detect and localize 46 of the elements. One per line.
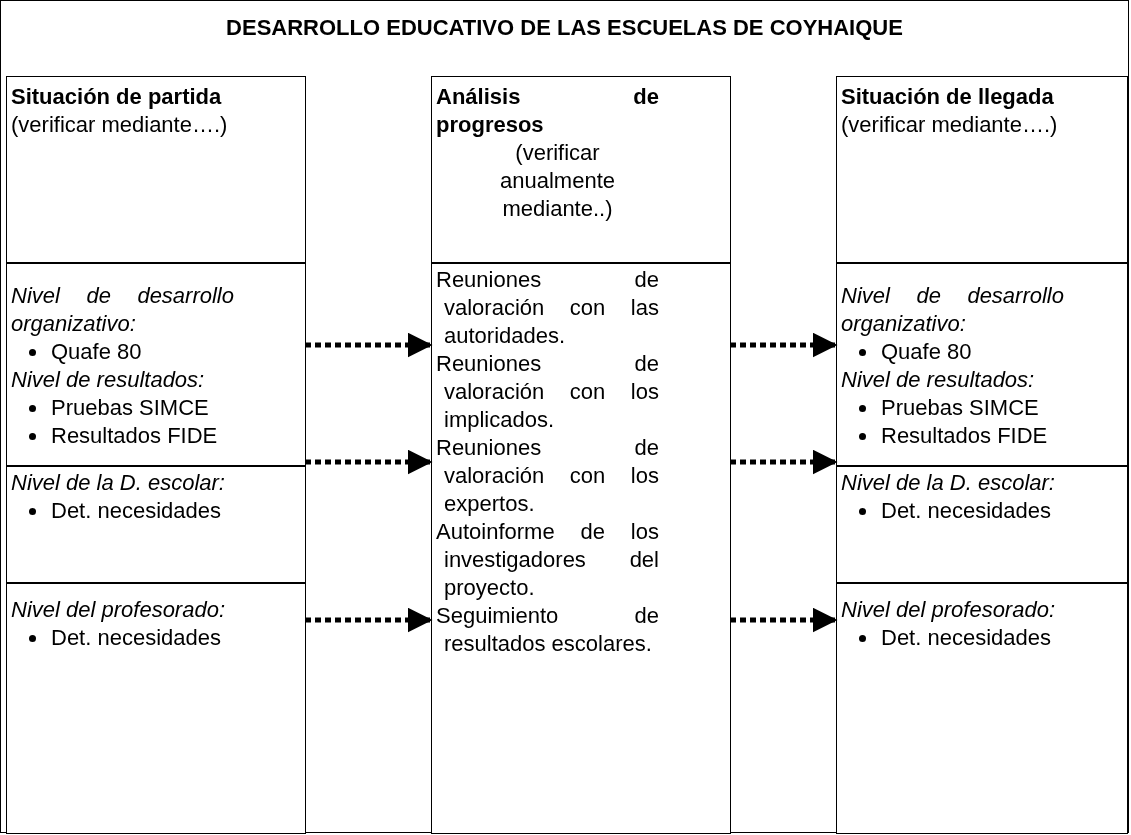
column-heading: Situación de partida	[11, 83, 223, 111]
table-cell	[431, 263, 731, 834]
note-text: (verificar anualmente mediante..)	[499, 139, 616, 223]
dotted-arrow	[730, 449, 838, 475]
paragraph: Reuniones de valoración con las autoridades.	[436, 266, 659, 350]
bullet-item: Pruebas SIMCE	[881, 395, 1039, 420]
bullet-item: Det. necesidades	[51, 625, 221, 650]
bullet-item: Pruebas SIMCE	[51, 395, 209, 420]
level-heading: Nivel del profesorado:	[841, 596, 1056, 624]
table-cell	[6, 583, 306, 834]
bullet-item: Det. necesidades	[881, 498, 1051, 523]
table-cell	[836, 76, 1128, 263]
diagram-title: DESARROLLO EDUCATIVO DE LAS ESCUELAS DE COYHAIQUE	[225, 15, 904, 41]
paragraph: Autoinforme de los investigadores del proyecto.	[436, 518, 659, 602]
level-heading: Nivel de resultados:	[11, 366, 206, 394]
dotted-arrow	[305, 332, 433, 358]
table-cell	[836, 466, 1128, 583]
paragraph: Reuniones de valoración con los implicados.	[436, 350, 659, 434]
level-heading: Nivel de desarrollo organizativo:	[11, 282, 234, 338]
dotted-arrow	[730, 332, 838, 358]
level-heading: Nivel de resultados:	[841, 366, 1036, 394]
bullet-item: Quafe 80	[51, 339, 142, 364]
paragraph: Seguimiento de resultados escolares.	[436, 602, 659, 658]
bullet-item: Det. necesidades	[51, 498, 221, 523]
table-cell	[6, 466, 306, 583]
table-cell	[836, 263, 1128, 466]
bullet-item: Resultados FIDE	[51, 423, 218, 448]
note-text: (verificar mediante….)	[11, 111, 229, 139]
bullet-item: Resultados FIDE	[881, 423, 1048, 448]
bullet-item: Det. necesidades	[881, 625, 1051, 650]
table-cell	[6, 76, 306, 263]
dotted-arrow	[305, 607, 433, 633]
note-text: (verificar mediante….)	[841, 111, 1059, 139]
column-heading: Situación de llegada	[841, 83, 1055, 111]
level-heading: Nivel de desarrollo organizativo:	[841, 282, 1064, 338]
table-cell	[836, 583, 1128, 834]
bullet-item: Quafe 80	[881, 339, 972, 364]
table-cell	[431, 76, 731, 263]
dotted-arrow	[305, 449, 433, 475]
column-heading: Análisis de progresos	[436, 83, 659, 139]
level-heading: Nivel del profesorado:	[11, 596, 226, 624]
dotted-arrow	[730, 607, 838, 633]
table-cell	[6, 263, 306, 466]
level-heading: Nivel de la D. escolar:	[841, 469, 1056, 497]
paragraph: Reuniones de valoración con los expertos.	[436, 434, 659, 518]
level-heading: Nivel de la D. escolar:	[11, 469, 226, 497]
